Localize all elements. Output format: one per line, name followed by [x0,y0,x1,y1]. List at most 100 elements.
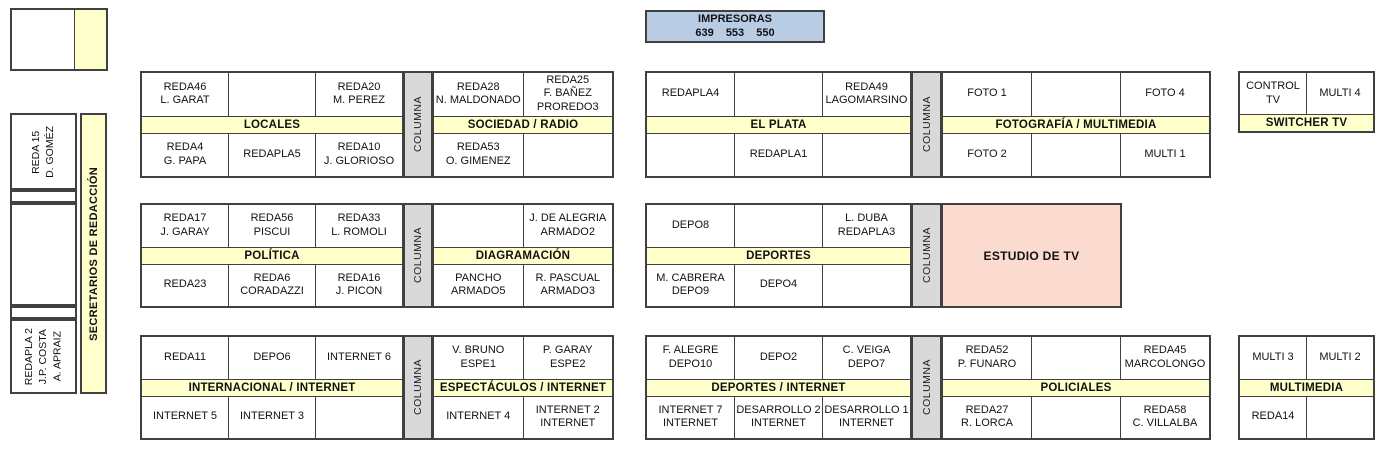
pillar-columna-2: COLUMNA [404,203,432,308]
pillar-columna-4: COLUMNA [404,335,432,440]
espectaculos-internet-bottom-cell-1: INTERNET 2 INTERNET [522,396,613,438]
desk-reda15: REDA 15 D. GOMÉZ [10,113,77,190]
desk-redapla2: REDAPLA 2 J.P. COSTA A. APRAIZ [10,319,77,394]
el-plata-top-row: REDAPLA4 REDA49 LAGOMARSINO [647,73,910,116]
printers-box: IMPRESORAS 639 553 550 [645,10,825,43]
corner-box [10,8,108,71]
internacional-internet-top-cell-1: DEPO6 [228,337,315,379]
fotografia-multimedia-top-cell-1 [1031,73,1120,116]
diagramacion-top-cell-0 [434,205,523,247]
deportes-bottom-cell-2 [822,264,910,306]
fotografia-multimedia-bottom-cell-2: MULTI 1 [1120,133,1209,176]
policiales-bottom-cell-0: REDA27 R. LORCA [961,403,1013,430]
politica-bottom-cell-0: REDA23 [163,278,207,291]
internacional-internet-bottom-cell-2 [315,396,402,438]
locales-bottom-cell-1: REDAPLA5 [228,133,315,176]
politica-bottom-cell-2: REDA16 J. PICON [315,264,402,306]
espectaculos-internet-banner: ESPECTÁCULOS / INTERNET [434,378,612,397]
policiales-bottom-cell-2: REDA58 C. VILLALBA [1120,396,1209,438]
sociedad-radio-top-cell-1: REDA25 F. BAÑEZ PROREDO3 [522,73,613,116]
locales-bottom-cell-2: REDA10 J. GLORIOSO [315,133,402,176]
el-plata-top-cell-2: REDA49 LAGOMARSINO [822,73,910,116]
diagramacion-banner: DIAGRAMACIÓN [434,246,612,265]
multimedia-banner: MULTIMEDIA [1240,378,1373,397]
politica-top-cell-2: REDA33 L. ROMOLI [315,205,402,247]
fotografia-multimedia-banner: FOTOGRAFÍA / MULTIMEDIA [943,115,1209,134]
deportes-top-cell-0: DEPO8 [671,218,710,231]
sociedad-radio-top-cell-0: REDA28 N. MALDONADO [435,80,521,107]
sidebar-empty-desk [10,203,77,306]
diagramacion-bottom-cell-1: R. PASCUAL ARMADO3 [522,264,613,306]
multimedia-top-cell-1: MULTI 2 [1306,337,1373,379]
deportes-top-cell-1 [734,205,822,247]
fotografia-multimedia-bottom-cell-0: FOTO 2 [967,147,1007,160]
locales-top-cell-2: REDA20 M. PEREZ [315,73,402,116]
pillar-columna-label: COLUMNA [920,96,933,153]
el-plata-bottom-cell-0 [647,134,734,177]
politica-banner: POLÍTICA [142,246,402,265]
deportes-internet-bottom-cell-2: DESARROLLO 1 INTERNET [822,396,910,438]
secretarios-strip: SECRETARIOS DE REDACCIÓN [80,113,107,394]
multimedia-bottom-cell-1 [1306,396,1373,438]
locales-top-cell-1 [228,73,315,116]
el-plata-top-cell-0: REDAPLA4 [661,87,720,100]
deportes-internet-bottom-cell-1: DESARROLLO 2 INTERNET [734,396,822,438]
el-plata-top-cell-1 [734,73,822,116]
pillar-columna-label: COLUMNA [412,359,424,416]
sidebar-spacer-2 [10,306,77,319]
policiales-top-cell-2: REDA45 MARCOLONGO [1120,337,1209,379]
deportes-internet-banner: DEPORTES / INTERNET [647,378,910,397]
secretarios-strip-label: SECRETARIOS DE REDACCIÓN [87,166,100,341]
diagramacion-top-row: J. DE ALEGRIA ARMADO2 [434,205,612,247]
multimedia-bottom-row: REDA14 [1240,396,1373,438]
multimedia-bottom-cell-0: REDA14 [1251,410,1295,423]
policiales-banner: POLICIALES [943,378,1209,397]
politica-top-cell-1: REDA56 PISCUI [228,205,315,247]
locales-bottom-cell-0: REDA4 G. PAPA [163,141,207,167]
pillar-columna-1: COLUMNA [912,71,941,178]
pillar-columna-label: COLUMNA [412,227,424,284]
internacional-internet-top-cell-0: REDA11 [164,350,206,363]
sociedad-radio-bottom-row: REDA53 O. GIMENEZ [434,133,612,176]
desk-redapla2-label: REDAPLA 2 J.P. COSTA A. APRAIZ [23,327,64,386]
pillar-columna-0: COLUMNA [404,71,432,178]
fotografia-multimedia-bottom-row: FOTO 2 MULTI 1 [943,133,1209,176]
deportes-internet-top-cell-0: F. ALEGRE DEPO10 [662,344,719,370]
switcher-tv-banner: SWITCHER TV [1240,114,1373,131]
printers-title: IMPRESORAS [698,13,772,26]
espectaculos-internet-top-cell-1: P. GARAY ESPE2 [522,337,613,379]
policiales-top-cell-1 [1031,337,1120,379]
tv-studio-label: ESTUDIO DE TV [983,248,1080,263]
el-plata-bottom-cell-1: REDAPLA1 [734,133,822,176]
internacional-internet-banner: INTERNACIONAL / INTERNET [142,378,402,397]
locales-banner: LOCALES [142,115,402,134]
policiales-bottom-cell-1 [1031,396,1120,438]
corner-box-white-section [12,10,75,69]
el-plata-bottom-row: REDAPLA1 [647,133,910,177]
desk-reda15-label: REDA 15 D. GOMÉZ [30,125,57,178]
tv-studio: ESTUDIO DE TV [941,203,1122,308]
deportes-banner: DEPORTES [647,246,910,265]
